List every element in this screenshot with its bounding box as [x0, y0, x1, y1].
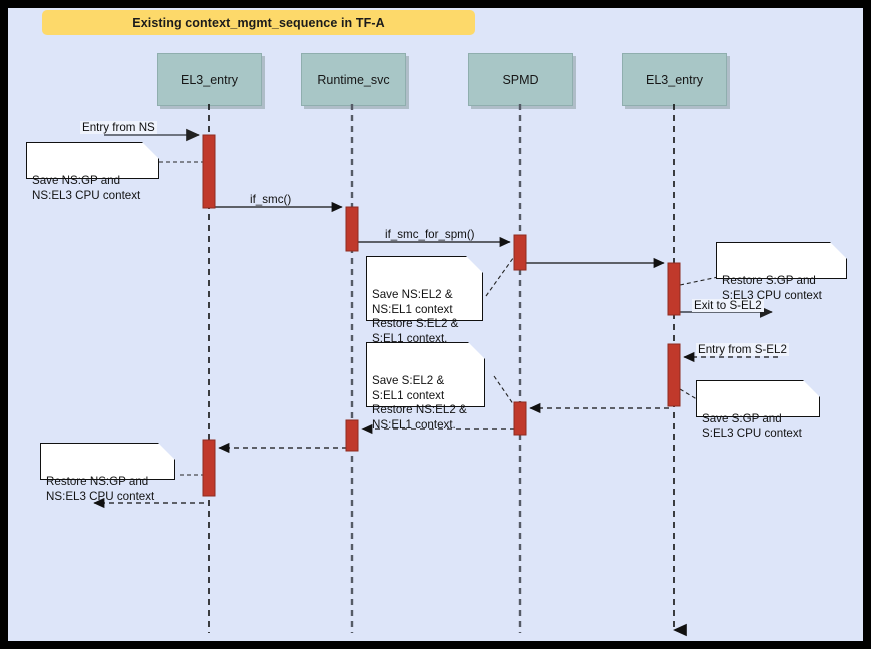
note-save-s-el2: Save S:EL2 & S:EL1 context Restore NS:EL…: [366, 342, 485, 431]
note-fold-icon: [142, 142, 159, 159]
activation-runtime-svc-2[interactable]: [345, 419, 359, 452]
lifeline-header-spmd[interactable]: SPMD: [468, 53, 573, 106]
lifeline-header-runtime-svc[interactable]: Runtime_svc: [301, 53, 406, 106]
activation-runtime-svc-1[interactable]: [345, 206, 359, 252]
note-save-s-gp: Save S:GP and S:EL3 CPU context: [696, 380, 820, 440]
note-fold-icon: [466, 256, 483, 273]
note-connector-restore-s-gp: [679, 275, 724, 286]
activation-el3-entry-right-1[interactable]: [667, 262, 681, 316]
activation-spmd-2[interactable]: [513, 401, 527, 436]
lifeline-header-el3-entry-right[interactable]: EL3_entry: [622, 53, 727, 106]
note-fold-icon: [803, 380, 820, 397]
note-text: Restore NS:GP and NS:EL3 CPU context: [46, 475, 155, 503]
note-fold-icon: [468, 342, 485, 359]
activation-el3-entry-right-2[interactable]: [667, 343, 681, 407]
note-text: Save S:EL2 & S:EL1 context Restore NS:EL…: [372, 374, 467, 431]
message-label-entry-from-s-el2: Entry from S-EL2: [696, 343, 789, 356]
note-fold-icon: [830, 242, 847, 259]
note-save-ns-el2: Save NS:EL2 & NS:EL1 context Restore S:E…: [366, 256, 483, 345]
note-restore-s-gp: Restore S:GP and S:EL3 CPU context: [716, 242, 847, 302]
note-text: Save NS:GP and NS:EL3 CPU context: [32, 174, 141, 202]
note-connector-save-ns-el2: [485, 253, 517, 297]
note-fold-icon: [158, 443, 175, 460]
activation-el3-entry-left-1[interactable]: [202, 134, 216, 209]
note-save-ns-gp: Save NS:GP and NS:EL3 CPU context: [26, 142, 159, 202]
note-restore-ns-gp: Restore NS:GP and NS:EL3 CPU context: [40, 443, 175, 503]
note-text: Save NS:EL2 & NS:EL1 context Restore S:E…: [372, 288, 459, 345]
note-text: Restore S:GP and S:EL3 CPU context: [722, 274, 822, 302]
note-text: Save S:GP and S:EL3 CPU context: [702, 412, 802, 440]
lifeline-header-el3-entry-left[interactable]: EL3_entry: [157, 53, 262, 106]
sequence-diagram-canvas: Existing context_mgmt_sequence in TF-A E…: [8, 8, 863, 641]
message-label-entry-from-ns: Entry from NS: [80, 121, 157, 134]
message-label-if-smc: if_smc(): [250, 193, 292, 206]
activation-spmd-1[interactable]: [513, 234, 527, 271]
activation-el3-entry-left-2[interactable]: [202, 439, 216, 497]
message-label-if-smc-for-spm: if_smc_for_spm(): [385, 228, 475, 241]
diagram-title-banner: Existing context_mgmt_sequence in TF-A: [42, 10, 475, 35]
message-label-exit-to-s-el2: Exit to S-EL2: [692, 299, 764, 312]
